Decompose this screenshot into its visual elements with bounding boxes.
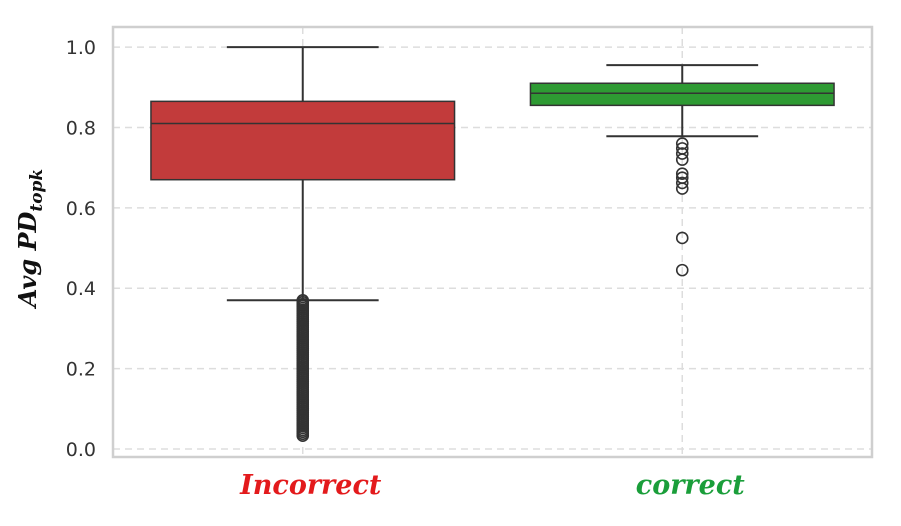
outlier-point bbox=[675, 167, 689, 180]
y-axis-label-subscript: topk bbox=[27, 169, 47, 212]
y-tick-label: 0.4 bbox=[66, 278, 96, 300]
outlier-point bbox=[675, 176, 689, 190]
category-label: Incorrect bbox=[239, 470, 382, 501]
outlier-point bbox=[296, 293, 310, 307]
y-axis-label: Avg PDtopk bbox=[13, 169, 47, 309]
outlier-point bbox=[675, 231, 689, 245]
x-axis-categories: Incorrect correct bbox=[239, 470, 745, 501]
category-label: correct bbox=[636, 470, 746, 501]
y-axis-ticks: 0.0 0.2 0.4 0.6 0.8 1.0 bbox=[66, 37, 96, 461]
outlier-point bbox=[675, 147, 689, 160]
boxes bbox=[150, 46, 835, 302]
outlier-point bbox=[675, 137, 689, 150]
y-tick-label: 1.0 bbox=[66, 37, 96, 59]
y-axis-label-main: Avg PD bbox=[13, 211, 42, 309]
plot-frame bbox=[111, 25, 874, 459]
outlier-point bbox=[675, 263, 689, 277]
y-tick-label: 0.6 bbox=[66, 198, 96, 220]
y-tick-label: 0.8 bbox=[66, 117, 96, 139]
outlier-point bbox=[675, 153, 689, 166]
box-iqr bbox=[150, 100, 456, 181]
y-tick-label: 0.0 bbox=[66, 439, 96, 461]
outliers bbox=[296, 137, 689, 443]
y-tick-label: 0.2 bbox=[66, 359, 96, 381]
outlier-point bbox=[675, 182, 689, 195]
box-iqr bbox=[529, 82, 835, 107]
